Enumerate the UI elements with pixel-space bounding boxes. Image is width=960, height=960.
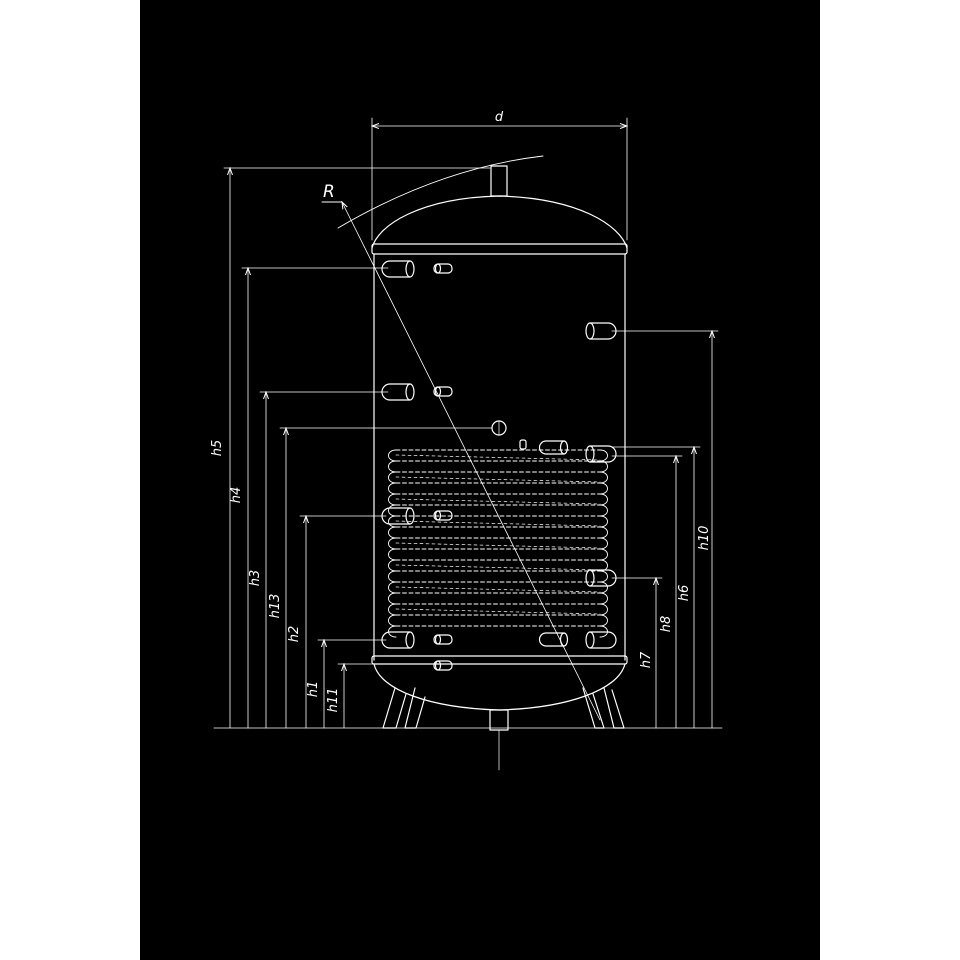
label-d: d: [495, 110, 504, 125]
tank-body: [371, 165, 628, 771]
radius-leader: [321, 155, 601, 721]
label-h3: h3: [248, 570, 263, 587]
label-h10: h10: [697, 526, 712, 551]
label-h1: h1: [306, 681, 321, 698]
left-dimensions: [223, 168, 493, 729]
diameter-dimension: [372, 117, 627, 241]
drawing-sheet: d R h5 h4 h3 h13 h2 h1 h11 h10 h6 h8 h7: [140, 0, 820, 960]
right-dimensions: [611, 331, 719, 729]
label-h5: h5: [210, 440, 225, 457]
label-h11: h11: [326, 688, 341, 713]
label-h6: h6: [677, 585, 692, 602]
nozzles: [381, 260, 617, 671]
coil: [388, 449, 608, 638]
label-h4: h4: [229, 487, 244, 504]
label-h8: h8: [659, 616, 674, 633]
label-h2: h2: [287, 626, 302, 643]
tank-drawing: d R h5 h4 h3 h13 h2 h1 h11 h10 h6 h8 h7: [210, 110, 723, 771]
label-h7: h7: [639, 651, 654, 668]
label-r: R: [323, 182, 335, 202]
label-h13: h13: [268, 594, 283, 619]
